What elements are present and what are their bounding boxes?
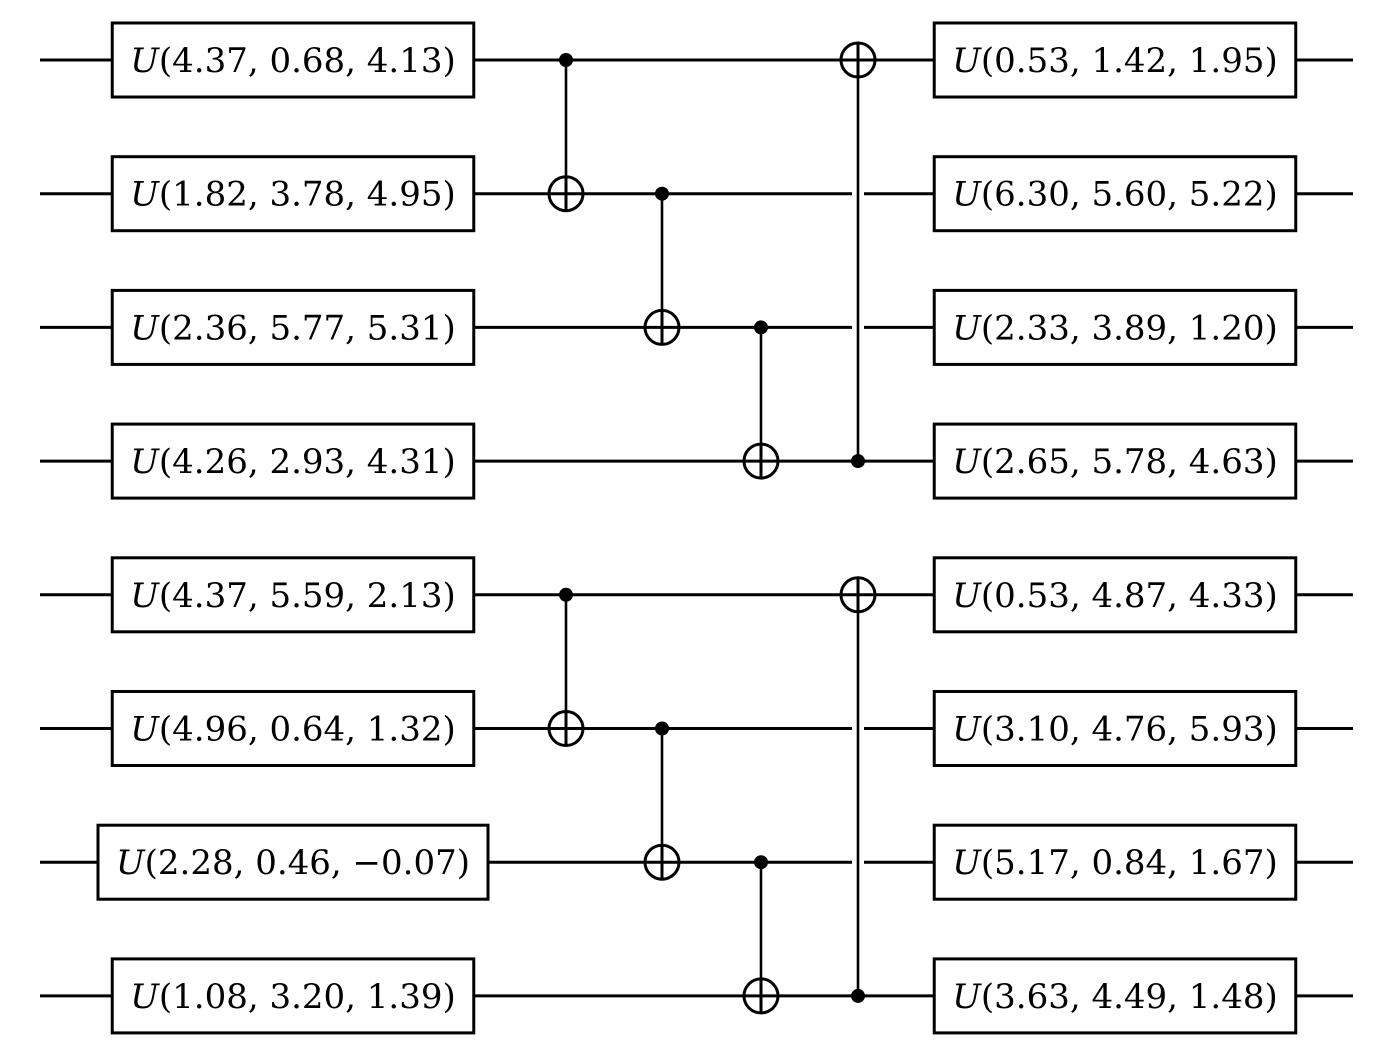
gate-symbol: U (952, 710, 982, 750)
gate-params: (4.96, 0.64, 1.32) (159, 710, 456, 750)
gate-symbol: U (130, 977, 160, 1017)
first-layer-u-gate-5: U(4.96, 0.64, 1.32) (110, 690, 476, 767)
cnot-target-3 (839, 41, 877, 79)
gate-symbol: U (952, 308, 982, 348)
first-layer-u-gate-7: U(1.08, 3.20, 1.39) (110, 957, 476, 1035)
control-dot-5 (655, 721, 669, 736)
gate-symbol: U (130, 576, 160, 616)
first-layer-gate-box-6 (96, 823, 490, 901)
last-layer-gate-label-0: U(0.53, 1.42, 1.95) (952, 41, 1278, 81)
gate-symbol: U (130, 710, 160, 750)
gate-params: (2.33, 3.89, 1.20) (981, 308, 1278, 348)
gate-params: (0.53, 4.87, 4.33) (981, 576, 1278, 616)
first-layer-gate-label-6: U(2.28, 0.46, −0.07) (116, 843, 470, 883)
gate-params: (5.17, 0.84, 1.67) (981, 843, 1278, 883)
control-dot-3 (851, 454, 865, 469)
control-dot-2 (754, 320, 768, 335)
gate-symbol: U (952, 442, 982, 482)
last-layer-gate-box-0 (932, 21, 1298, 99)
last-layer-gate-box-2 (932, 288, 1298, 366)
last-layer-gate-label-7: U(3.63, 4.49, 1.48) (952, 977, 1278, 1017)
first-layer-u-gate-2: U(2.36, 5.77, 5.31) (110, 288, 476, 366)
gate-symbol: U (952, 576, 982, 616)
gate-params: (3.63, 4.49, 1.48) (981, 977, 1278, 1017)
first-layer-gate-box-4 (110, 556, 476, 634)
last-layer-u-gate-3: U(2.65, 5.78, 4.63) (932, 422, 1298, 500)
first-layer-gate-label-7: U(1.08, 3.20, 1.39) (130, 977, 456, 1017)
last-layer-gate-box-4 (932, 556, 1298, 634)
control-dot-0 (559, 53, 573, 67)
last-layer-gate-box-1 (932, 155, 1298, 233)
gate-symbol: U (130, 41, 160, 81)
first-layer-gate-label-0: U(4.37, 0.68, 4.13) (130, 41, 456, 81)
cnot-connectors (564, 43, 860, 1013)
gate-params: (6.30, 5.60, 5.22) (981, 175, 1278, 215)
last-layer-gate-box-6 (932, 823, 1298, 901)
gate-params: (4.26, 2.93, 4.31) (159, 442, 456, 482)
cnot-target-5 (643, 843, 681, 881)
first-layer-gate-box-0 (110, 21, 476, 99)
last-layer-u-gate-2: U(2.33, 3.89, 1.20) (932, 288, 1298, 366)
first-layer-gate-label-5: U(4.96, 0.64, 1.32) (130, 710, 456, 750)
gate-params: (1.08, 3.20, 1.39) (159, 977, 456, 1017)
cnot-target-0 (547, 175, 585, 213)
last-layer-gate-box-5 (932, 690, 1298, 767)
cnot-target-1 (643, 308, 681, 346)
last-layer-gate-box-3 (932, 422, 1298, 500)
last-layer-u-gate-6: U(5.17, 0.84, 1.67) (932, 823, 1298, 901)
gate-params: (0.53, 1.42, 1.95) (981, 41, 1278, 81)
last-layer-gate-label-4: U(0.53, 4.87, 4.33) (952, 576, 1278, 616)
cnot-target-2 (742, 442, 780, 480)
gate-symbol: U (952, 41, 982, 81)
gate-symbol: U (952, 175, 982, 215)
first-layer-u-gate-6: U(2.28, 0.46, −0.07) (96, 823, 490, 901)
first-layer-gate-label-2: U(2.36, 5.77, 5.31) (130, 308, 456, 348)
gate-params: (1.82, 3.78, 4.95) (159, 175, 456, 215)
gate-symbol: U (952, 843, 982, 883)
last-layer-gate-label-1: U(6.30, 5.60, 5.22) (952, 175, 1278, 215)
gate-symbol: U (952, 977, 982, 1017)
gate-symbol: U (116, 843, 146, 883)
first-layer-gate-box-1 (110, 155, 476, 233)
first-layer-u-gate-0: U(4.37, 0.68, 4.13) (110, 21, 476, 99)
gate-params: (4.37, 0.68, 4.13) (159, 41, 456, 81)
first-layer-gate-label-3: U(4.26, 2.93, 4.31) (130, 442, 456, 482)
cnot-target-4 (547, 710, 585, 747)
first-layer-gate-box-2 (110, 288, 476, 366)
first-layer-u-gate-4: U(4.37, 5.59, 2.13) (110, 556, 476, 634)
first-layer-gate-box-3 (110, 422, 476, 500)
last-layer-u-gate-7: U(3.63, 4.49, 1.48) (932, 957, 1298, 1035)
control-dot-1 (655, 186, 669, 201)
last-layer-gate-label-6: U(5.17, 0.84, 1.67) (952, 843, 1278, 883)
last-layer-gate-label-3: U(2.65, 5.78, 4.63) (952, 442, 1278, 482)
first-layer-gate-label-4: U(4.37, 5.59, 2.13) (130, 576, 456, 616)
first-layer-gate-box-5 (110, 690, 476, 767)
last-layer-u-gate-0: U(0.53, 1.42, 1.95) (932, 21, 1298, 99)
gate-params: (2.65, 5.78, 4.63) (981, 442, 1278, 482)
cnot-target-6 (742, 977, 780, 1015)
gate-params: (2.36, 5.77, 5.31) (159, 308, 456, 348)
gate-layer: U(4.37, 0.68, 4.13)U(1.82, 3.78, 4.95)U(… (96, 21, 1298, 1035)
first-layer-gate-label-1: U(1.82, 3.78, 4.95) (130, 175, 456, 215)
gate-symbol: U (130, 175, 160, 215)
first-layer-gate-box-7 (110, 957, 476, 1035)
last-layer-u-gate-4: U(0.53, 4.87, 4.33) (932, 556, 1298, 634)
last-layer-gate-label-5: U(3.10, 4.76, 5.93) (952, 710, 1278, 750)
last-layer-gate-label-2: U(2.33, 3.89, 1.20) (952, 308, 1278, 348)
first-layer-u-gate-3: U(4.26, 2.93, 4.31) (110, 422, 476, 500)
last-layer-u-gate-5: U(3.10, 4.76, 5.93) (932, 690, 1298, 767)
gate-params: (3.10, 4.76, 5.93) (981, 710, 1278, 750)
control-dot-7 (851, 988, 865, 1003)
last-layer-u-gate-1: U(6.30, 5.60, 5.22) (932, 155, 1298, 233)
gate-params: (4.37, 5.59, 2.13) (159, 576, 456, 616)
gate-symbol: U (130, 442, 160, 482)
control-dot-4 (559, 587, 573, 602)
control-dot-6 (754, 855, 768, 870)
first-layer-u-gate-1: U(1.82, 3.78, 4.95) (110, 155, 476, 233)
last-layer-gate-box-7 (932, 957, 1298, 1035)
gate-params: (2.28, 0.46, −0.07) (145, 843, 470, 883)
cnot-target-7 (839, 576, 877, 614)
gate-symbol: U (130, 308, 160, 348)
